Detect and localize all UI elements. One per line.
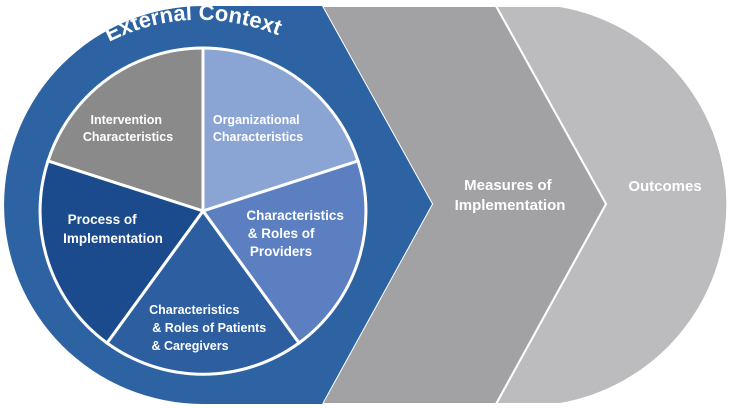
providers-label: Characteristics & Roles of Providers	[246, 208, 347, 259]
slice-process	[38, 159, 206, 346]
organizational-label: Organizational Characteristics	[213, 113, 303, 144]
slice-providers	[200, 159, 368, 346]
outcomes-label: Outcomes	[628, 178, 701, 195]
measures-label: Measures of Implementation	[455, 177, 566, 214]
process-label: Process of Implementation	[63, 212, 163, 246]
patients-label: Characteristics & Roles of Patients & Ca…	[149, 303, 270, 353]
slice-organizational	[201, 46, 360, 214]
intervention-label: Intervention Characteristics	[83, 113, 173, 144]
slice-patients	[104, 208, 302, 376]
outcomes-shape	[494, 5, 729, 405]
slice-intervention	[46, 46, 205, 214]
